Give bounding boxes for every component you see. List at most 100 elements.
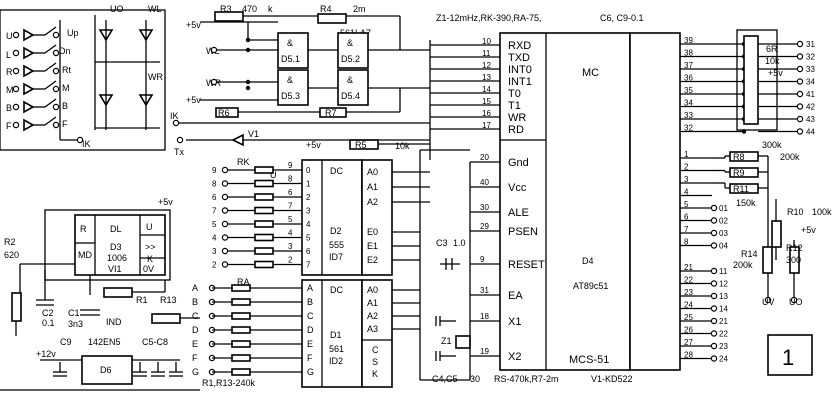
wl-label: WL xyxy=(148,4,162,14)
p2-output-label: 23 xyxy=(719,342,728,351)
p2-output-label: 14 xyxy=(719,305,728,314)
r6-label: R6 xyxy=(218,108,230,118)
wire xyxy=(44,116,57,126)
mcu-type: D4 xyxy=(582,256,594,266)
rk-resistor xyxy=(254,220,274,228)
wire xyxy=(44,98,57,108)
d2-name: D2 xyxy=(330,226,342,236)
diode-icon xyxy=(23,118,35,132)
mcu-power-pin-number: 40 xyxy=(480,178,489,187)
gate-d51-label: D5.1 xyxy=(281,54,300,64)
junction-dot xyxy=(245,47,251,53)
pack-name: 6R xyxy=(766,44,778,54)
terminal xyxy=(710,317,718,325)
r9-label: R9 xyxy=(733,168,745,178)
terminal xyxy=(221,261,229,268)
key-out-f: F xyxy=(62,119,68,129)
r-value-300k: 300k xyxy=(762,140,782,150)
r10-label: R10 xyxy=(787,207,804,217)
decoder-d1-input-label: G xyxy=(307,367,314,377)
terminal xyxy=(221,166,229,174)
terminal xyxy=(710,292,718,300)
terminal xyxy=(52,85,60,93)
diode-icon xyxy=(231,133,244,147)
uv-label: UV xyxy=(762,297,775,307)
terminal xyxy=(710,330,718,337)
diode-icon xyxy=(23,46,35,60)
decoder-d2-output-label: A1 xyxy=(367,182,378,192)
u-label: U xyxy=(270,170,277,180)
mcu-pin-number: 16 xyxy=(482,109,491,118)
r5-label: R5 xyxy=(355,140,367,150)
diode-icon xyxy=(23,28,35,42)
mcu-power-pin-number: 20 xyxy=(480,153,489,162)
p1-output-label: 03 xyxy=(719,229,728,238)
r12-value: 300 xyxy=(786,255,801,265)
mcu-port-pin-number: 24 xyxy=(684,301,693,310)
key-out-m: M xyxy=(62,83,70,93)
terminal xyxy=(52,121,60,129)
p2-output-label: 11 xyxy=(719,267,728,276)
junction-dot xyxy=(245,79,251,85)
decoder-d2-input-label: 1 xyxy=(306,180,311,189)
decoder-d2-pin-number: 2 xyxy=(212,261,217,270)
mcu-port-pin-number: 26 xyxy=(684,326,693,335)
d3-dl: DL xyxy=(110,224,122,234)
decoder-d1-body xyxy=(301,279,363,388)
ra-resistor xyxy=(231,368,251,376)
mcu-pin-label: T1 xyxy=(508,100,521,112)
mcu-power-pin-label: X2 xyxy=(508,351,521,363)
terminal xyxy=(796,90,804,98)
r1-note: R1,R13-240k xyxy=(202,378,256,388)
p2-output-label: 22 xyxy=(719,330,728,339)
key-out-rt: Rt xyxy=(62,65,71,75)
d1-name: D1 xyxy=(330,330,342,340)
terminal xyxy=(12,31,20,39)
rk-label: RK xyxy=(237,157,250,167)
port-column xyxy=(629,32,681,371)
r8-resistor xyxy=(729,151,759,162)
terminal xyxy=(710,204,718,212)
plus5-label: +5v xyxy=(186,95,201,105)
r11-label: R11 xyxy=(733,184,749,194)
mcu-pin-number: 14 xyxy=(482,85,491,94)
mcu-power-pin-label: PSEN xyxy=(508,226,538,238)
figure-number: 1 xyxy=(782,345,794,370)
p1-output-label: 01 xyxy=(719,204,728,213)
terminal xyxy=(12,103,20,111)
decoder-d1-input-label: E xyxy=(307,339,313,349)
decoder-d2-input-label: 5 xyxy=(306,234,311,243)
decoder-d2-pin-number: 6 xyxy=(288,188,293,197)
diode-icon xyxy=(23,64,35,78)
c4-value: 30 xyxy=(470,374,480,384)
wire xyxy=(44,80,57,90)
k-label: k xyxy=(268,4,273,14)
mcu-port-pin-number: 35 xyxy=(684,86,693,95)
v1-note: V1-KD522 xyxy=(591,374,633,384)
resistor-pack-output-label: 32 xyxy=(806,53,815,62)
r2-value: 620 xyxy=(4,250,19,260)
wire xyxy=(44,44,57,54)
decoder-d2-output-label: A0 xyxy=(367,167,378,177)
r13-label: R13 xyxy=(160,295,177,305)
r10-value: 100k xyxy=(812,207,832,217)
terminal xyxy=(710,217,718,224)
mcu-pin-number: 13 xyxy=(482,73,491,82)
decoder-d2: RK U DC D2 555 ID7 099188266377455544633… xyxy=(212,157,430,276)
mcu-port-pin-number: 3 xyxy=(684,175,689,184)
mcu-power-pin-number: 19 xyxy=(480,347,489,356)
terminal xyxy=(796,128,804,135)
mcu-family: MCS-51 xyxy=(569,354,609,366)
decoder-d1-input-label: D xyxy=(307,325,314,335)
d2-type2: ID7 xyxy=(329,252,343,262)
decoder-d2-pin-number: 6 xyxy=(212,193,217,202)
mcu-pin-number: 10 xyxy=(482,37,491,46)
resistor-pack-body xyxy=(743,35,759,125)
mcu-pin-number: 11 xyxy=(482,49,491,58)
terminal xyxy=(764,296,772,304)
terminal xyxy=(172,119,180,127)
mcu-pin-label: RXD xyxy=(508,40,531,52)
quartz-crystal xyxy=(455,335,471,349)
